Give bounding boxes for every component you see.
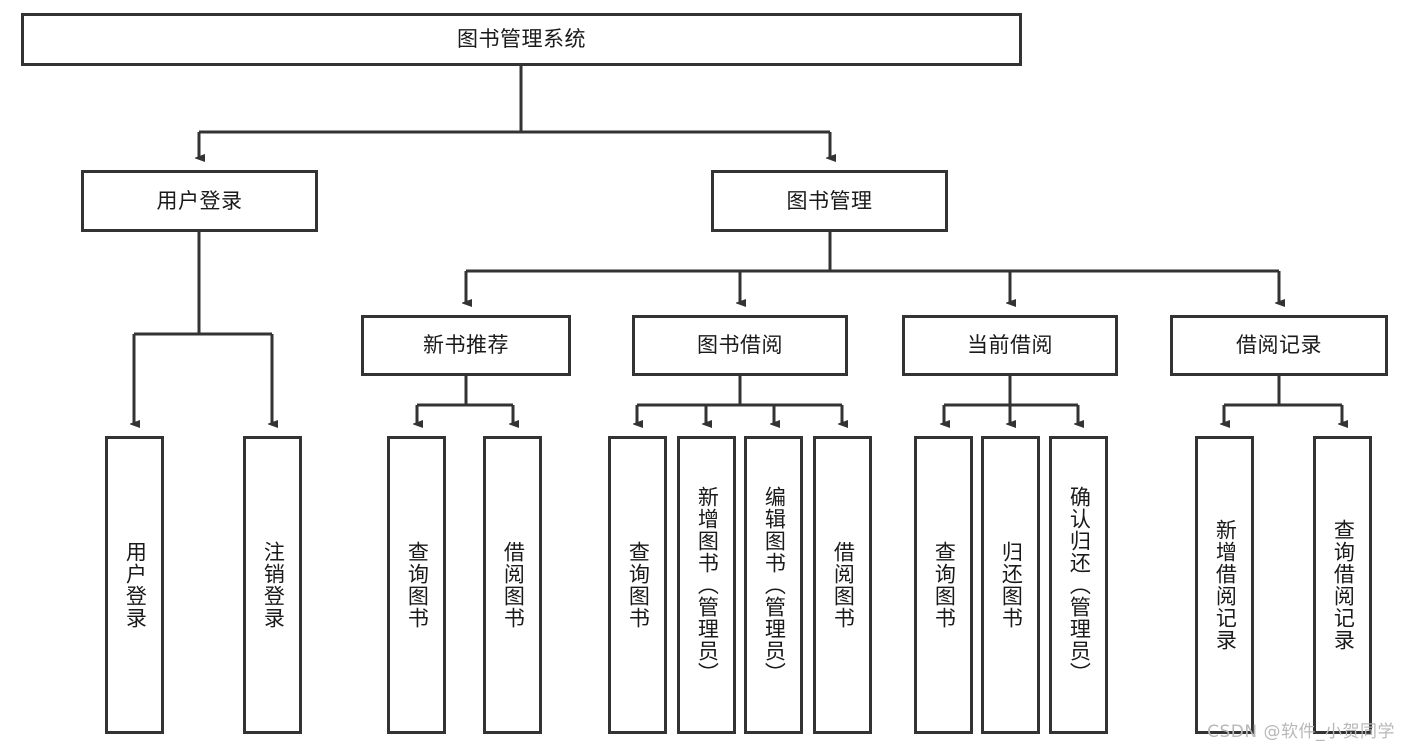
node-label: 用户登录	[123, 541, 148, 629]
node-current-borrow[interactable]: 当前借阅	[902, 315, 1118, 376]
node-book-borrow[interactable]: 图书借阅	[632, 315, 848, 376]
node-user-login[interactable]: 用户登录	[81, 170, 318, 232]
node-leaf-query-book-3[interactable]: 查询图书	[914, 436, 973, 734]
node-label: 新增图书（管理员）	[695, 486, 720, 684]
node-leaf-user-login[interactable]: 用户登录	[105, 436, 164, 734]
node-leaf-add-book[interactable]: 新增图书（管理员）	[677, 436, 736, 734]
node-label: 借阅图书	[831, 541, 856, 629]
node-leaf-borrow-book-1[interactable]: 借阅图书	[483, 436, 542, 734]
node-borrow-record[interactable]: 借阅记录	[1170, 315, 1388, 376]
node-label: 编辑图书（管理员）	[762, 486, 787, 684]
node-label: 图书管理系统	[457, 27, 586, 52]
node-label: 当前借阅	[967, 333, 1053, 358]
node-label: 查询借阅记录	[1331, 519, 1356, 651]
node-leaf-borrow-book-2[interactable]: 借阅图书	[813, 436, 872, 734]
node-root-system[interactable]: 图书管理系统	[21, 13, 1022, 66]
node-label: 注销登录	[261, 541, 286, 629]
node-leaf-query-record[interactable]: 查询借阅记录	[1313, 436, 1372, 734]
node-leaf-add-record[interactable]: 新增借阅记录	[1195, 436, 1254, 734]
node-leaf-query-book-1[interactable]: 查询图书	[387, 436, 446, 734]
node-leaf-query-book-2[interactable]: 查询图书	[608, 436, 667, 734]
watermark-text: CSDN @软件_小贺同学	[1207, 722, 1395, 742]
node-label: 借阅记录	[1236, 333, 1322, 358]
node-leaf-logout[interactable]: 注销登录	[243, 436, 302, 734]
node-leaf-edit-book[interactable]: 编辑图书（管理员）	[744, 436, 803, 734]
node-label: 确认归还（管理员）	[1067, 486, 1092, 684]
node-label: 图书管理	[786, 188, 873, 213]
node-leaf-return-book[interactable]: 归还图书	[981, 436, 1040, 734]
node-label: 查询图书	[626, 541, 651, 629]
node-label: 用户登录	[156, 188, 243, 213]
node-label: 借阅图书	[501, 541, 526, 629]
node-label: 新书推荐	[423, 333, 509, 358]
node-label: 新增借阅记录	[1213, 519, 1238, 651]
node-leaf-confirm-return[interactable]: 确认归还（管理员）	[1049, 436, 1108, 734]
node-new-book-rec[interactable]: 新书推荐	[361, 315, 571, 376]
node-label: 查询图书	[932, 541, 957, 629]
node-label: 归还图书	[999, 541, 1024, 629]
node-label: 查询图书	[405, 541, 430, 629]
node-book-manage[interactable]: 图书管理	[711, 170, 948, 232]
node-label: 图书借阅	[697, 333, 783, 358]
